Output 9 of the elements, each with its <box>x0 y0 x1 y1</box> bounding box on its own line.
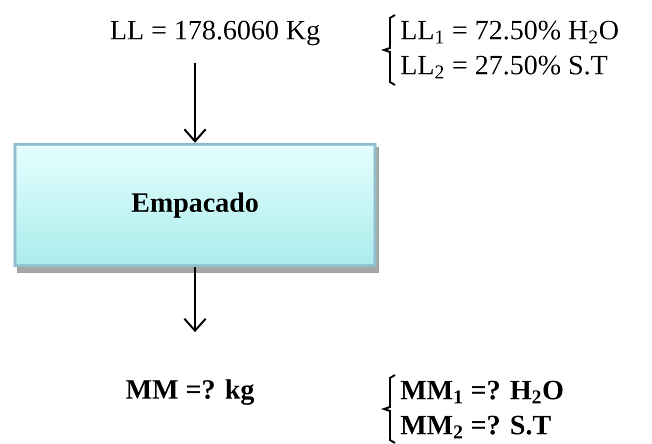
result-label: MM =? kg <box>126 379 254 405</box>
composition-label: MM$_{1}$ =? H$_{2}$O <box>400 380 563 404</box>
arrow <box>184 267 206 332</box>
composition-label: MM$_{2}$ =? S.T <box>400 416 551 438</box>
arrow <box>184 62 206 143</box>
process-box: Empacado <box>14 142 379 273</box>
input-label: LL = 178.6060 Kg <box>110 20 320 46</box>
composition-label: LL$_{1}$ = 72.50% H$_{2}$O <box>401 20 618 44</box>
composition-label: LL$_{2}$ = 27.50% S.T <box>401 56 608 78</box>
